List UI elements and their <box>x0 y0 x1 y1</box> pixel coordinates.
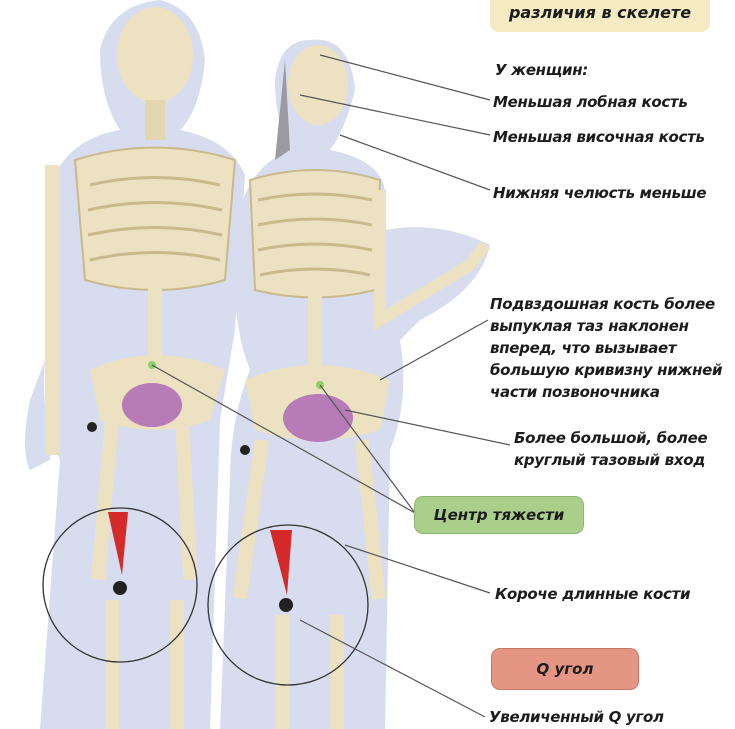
title-text: различия в скелете <box>508 2 692 22</box>
q-angle-box: Q угол <box>491 648 639 690</box>
label-long-bones: Короче длинные кости <box>495 585 691 603</box>
female-figure <box>207 39 490 729</box>
label-frontal-bone: Меньшая лобная кость <box>493 93 688 111</box>
leader-lines <box>151 54 511 718</box>
q-angle-text: Q угол <box>536 660 594 678</box>
label-heading: У женщин: <box>495 61 589 79</box>
title-box: различия в скелете <box>490 0 710 32</box>
label-jaw: Нижняя челюсть меньше <box>493 184 707 202</box>
male-figure <box>25 0 245 729</box>
center-of-gravity-box: Центр тяжести <box>414 496 584 534</box>
label-temporal-bone: Меньшая височная кость <box>493 128 705 146</box>
label-ilium: Подвздошная кость более выпуклая таз нак… <box>490 295 723 401</box>
center-of-gravity-text: Центр тяжести <box>433 506 565 524</box>
label-pelvic-inlet: Более большой, более круглый тазовый вхо… <box>514 429 708 469</box>
label-increased-q-angle: Увеличенный Q угол <box>489 708 664 726</box>
